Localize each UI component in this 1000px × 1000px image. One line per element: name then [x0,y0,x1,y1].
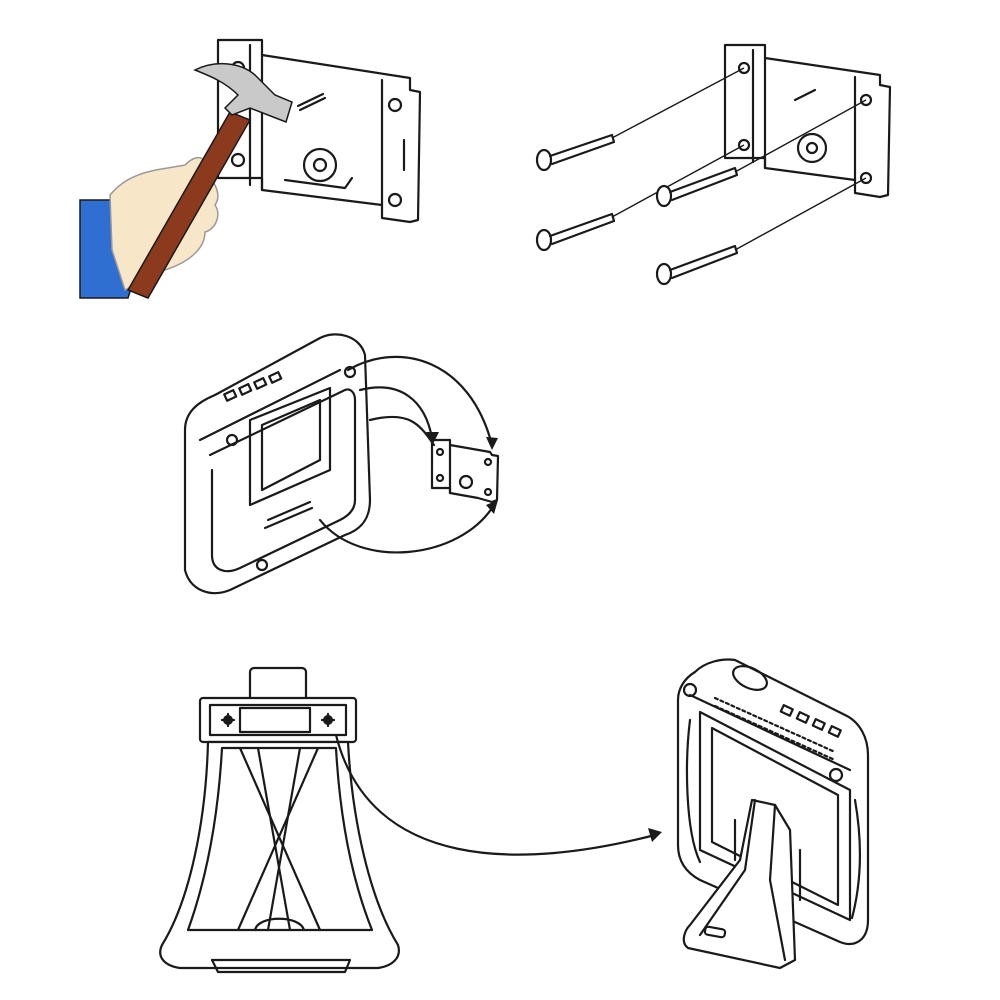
screw-hole-icon [230,152,246,168]
screw-icon [535,67,745,172]
hammer-icon [193,62,293,123]
screw-icon [655,99,867,208]
arrow-icon [346,355,494,447]
pc-stand [159,666,400,974]
wall-bracket [216,38,422,224]
step3-pc-bracket [183,333,500,595]
arrow-icon [358,386,434,440]
step1-hammer-bracket [79,38,422,299]
vesa-bracket [430,438,500,504]
screw-icon [535,144,745,252]
mini-pc-with-stand [676,658,870,970]
screw-hole-icon [387,192,403,208]
screw-hole-icon [387,97,403,113]
step2-screws-bracket [535,43,892,286]
hammer-handle [126,111,252,299]
screw-icon [655,177,867,286]
step4-stand [159,658,870,974]
arrow-icon [334,733,657,856]
mini-pc-back [183,333,372,595]
arrow-icon [318,503,496,554]
wall-bracket [723,43,892,199]
